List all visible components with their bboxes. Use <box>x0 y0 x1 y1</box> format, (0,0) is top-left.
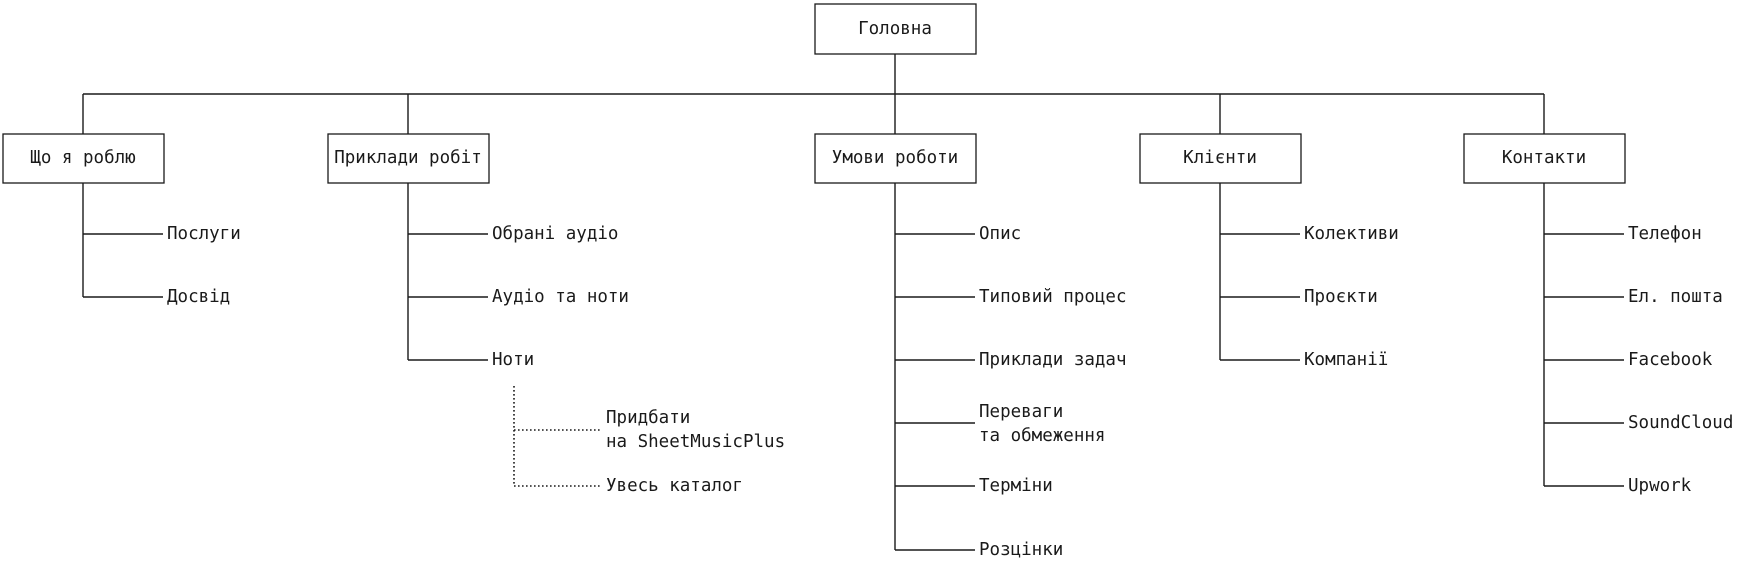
page-link-featured-audio[interactable]: Обрані аудіо <box>492 224 618 244</box>
section-node[interactable]: Що я роблю <box>2 133 165 184</box>
section-label: Контакти <box>1502 148 1586 168</box>
section-node[interactable]: Контакти <box>1463 133 1626 184</box>
root-node[interactable]: Головна <box>814 3 977 55</box>
section-work-examples: Приклади робіт Обрані аудіо Аудіо та нот… <box>327 133 785 496</box>
section-node[interactable]: Умови роботи <box>814 133 977 184</box>
section-node[interactable]: Приклади робіт <box>327 133 490 184</box>
section-label: Що я роблю <box>30 148 135 168</box>
section-label: Приклади робіт <box>334 148 482 168</box>
page-link-phone[interactable]: Телефон <box>1628 224 1702 244</box>
page-link-soundcloud[interactable]: SoundCloud <box>1628 413 1733 433</box>
page-link-audio-and-scores[interactable]: Аудіо та ноти <box>492 287 629 307</box>
page-link-experience[interactable]: Досвід <box>167 287 230 307</box>
page-link-facebook[interactable]: Facebook <box>1628 350 1713 370</box>
section-clients: Клієнти Колективи Проєкти Компанії <box>1139 133 1399 370</box>
page-link-email[interactable]: Ел. пошта <box>1628 287 1723 307</box>
page-link-description[interactable]: Опис <box>979 224 1021 244</box>
page-link-ensembles[interactable]: Колективи <box>1304 224 1399 244</box>
external-link-full-catalog[interactable]: Увесь каталог <box>606 476 743 496</box>
root-label: Головна <box>858 19 932 39</box>
page-link-pricing[interactable]: Розцінки <box>979 540 1063 560</box>
section-terms-of-work: Умови роботи Опис Типовий процес Приклад… <box>814 133 1127 560</box>
section-what-i-do: Що я роблю Послуги Досвід <box>2 133 241 307</box>
page-link-deadlines[interactable]: Терміни <box>979 476 1053 496</box>
section-contacts: Контакти Телефон Ел. пошта Facebook Soun… <box>1463 133 1733 496</box>
page-link-projects[interactable]: Проєкти <box>1304 287 1378 307</box>
page-link-services[interactable]: Послуги <box>167 224 241 244</box>
section-label: Клієнти <box>1183 148 1257 168</box>
section-label: Умови роботи <box>832 148 958 168</box>
page-link-task-examples[interactable]: Приклади задач <box>979 350 1127 370</box>
page-link-upwork[interactable]: Upwork <box>1628 476 1692 496</box>
page-link-companies[interactable]: Компанії <box>1304 350 1388 370</box>
page-link-typical-process[interactable]: Типовий процес <box>979 287 1127 307</box>
section-node[interactable]: Клієнти <box>1139 133 1302 184</box>
page-link-scores[interactable]: Ноти <box>492 350 534 370</box>
